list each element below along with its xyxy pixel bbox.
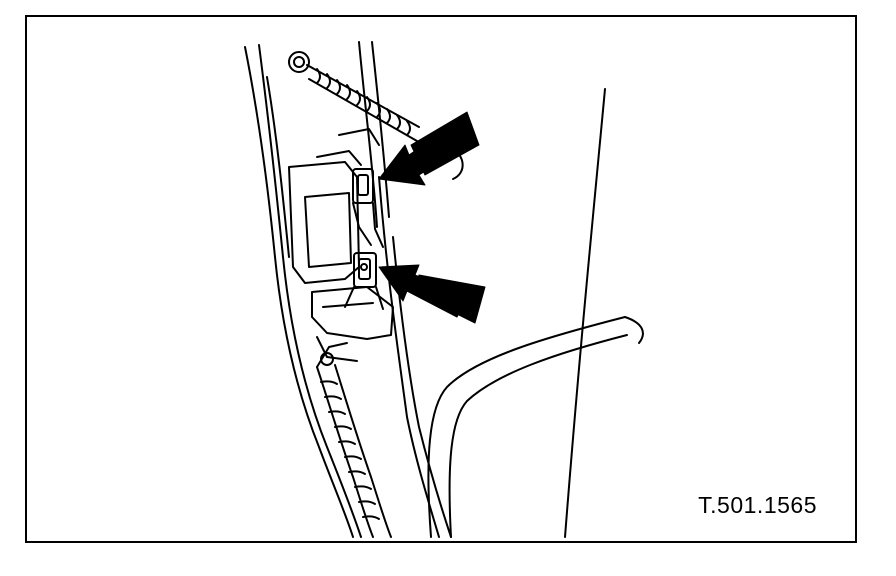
arrow-lower-icon (378, 264, 486, 324)
pillar-outline (244, 41, 452, 538)
figure-reference-code: T.501.1565 (698, 492, 817, 518)
technical-illustration (244, 41, 644, 538)
upper-connector (352, 148, 464, 248)
arrow-upper-icon (378, 111, 480, 186)
lower-bracket (311, 286, 394, 362)
door-opening-contour (427, 88, 644, 538)
figure-frame: T.501.1565 (25, 15, 857, 543)
control-module (288, 128, 380, 284)
wiring-harness-top (288, 51, 420, 142)
wiring-harness-bottom (316, 342, 392, 538)
